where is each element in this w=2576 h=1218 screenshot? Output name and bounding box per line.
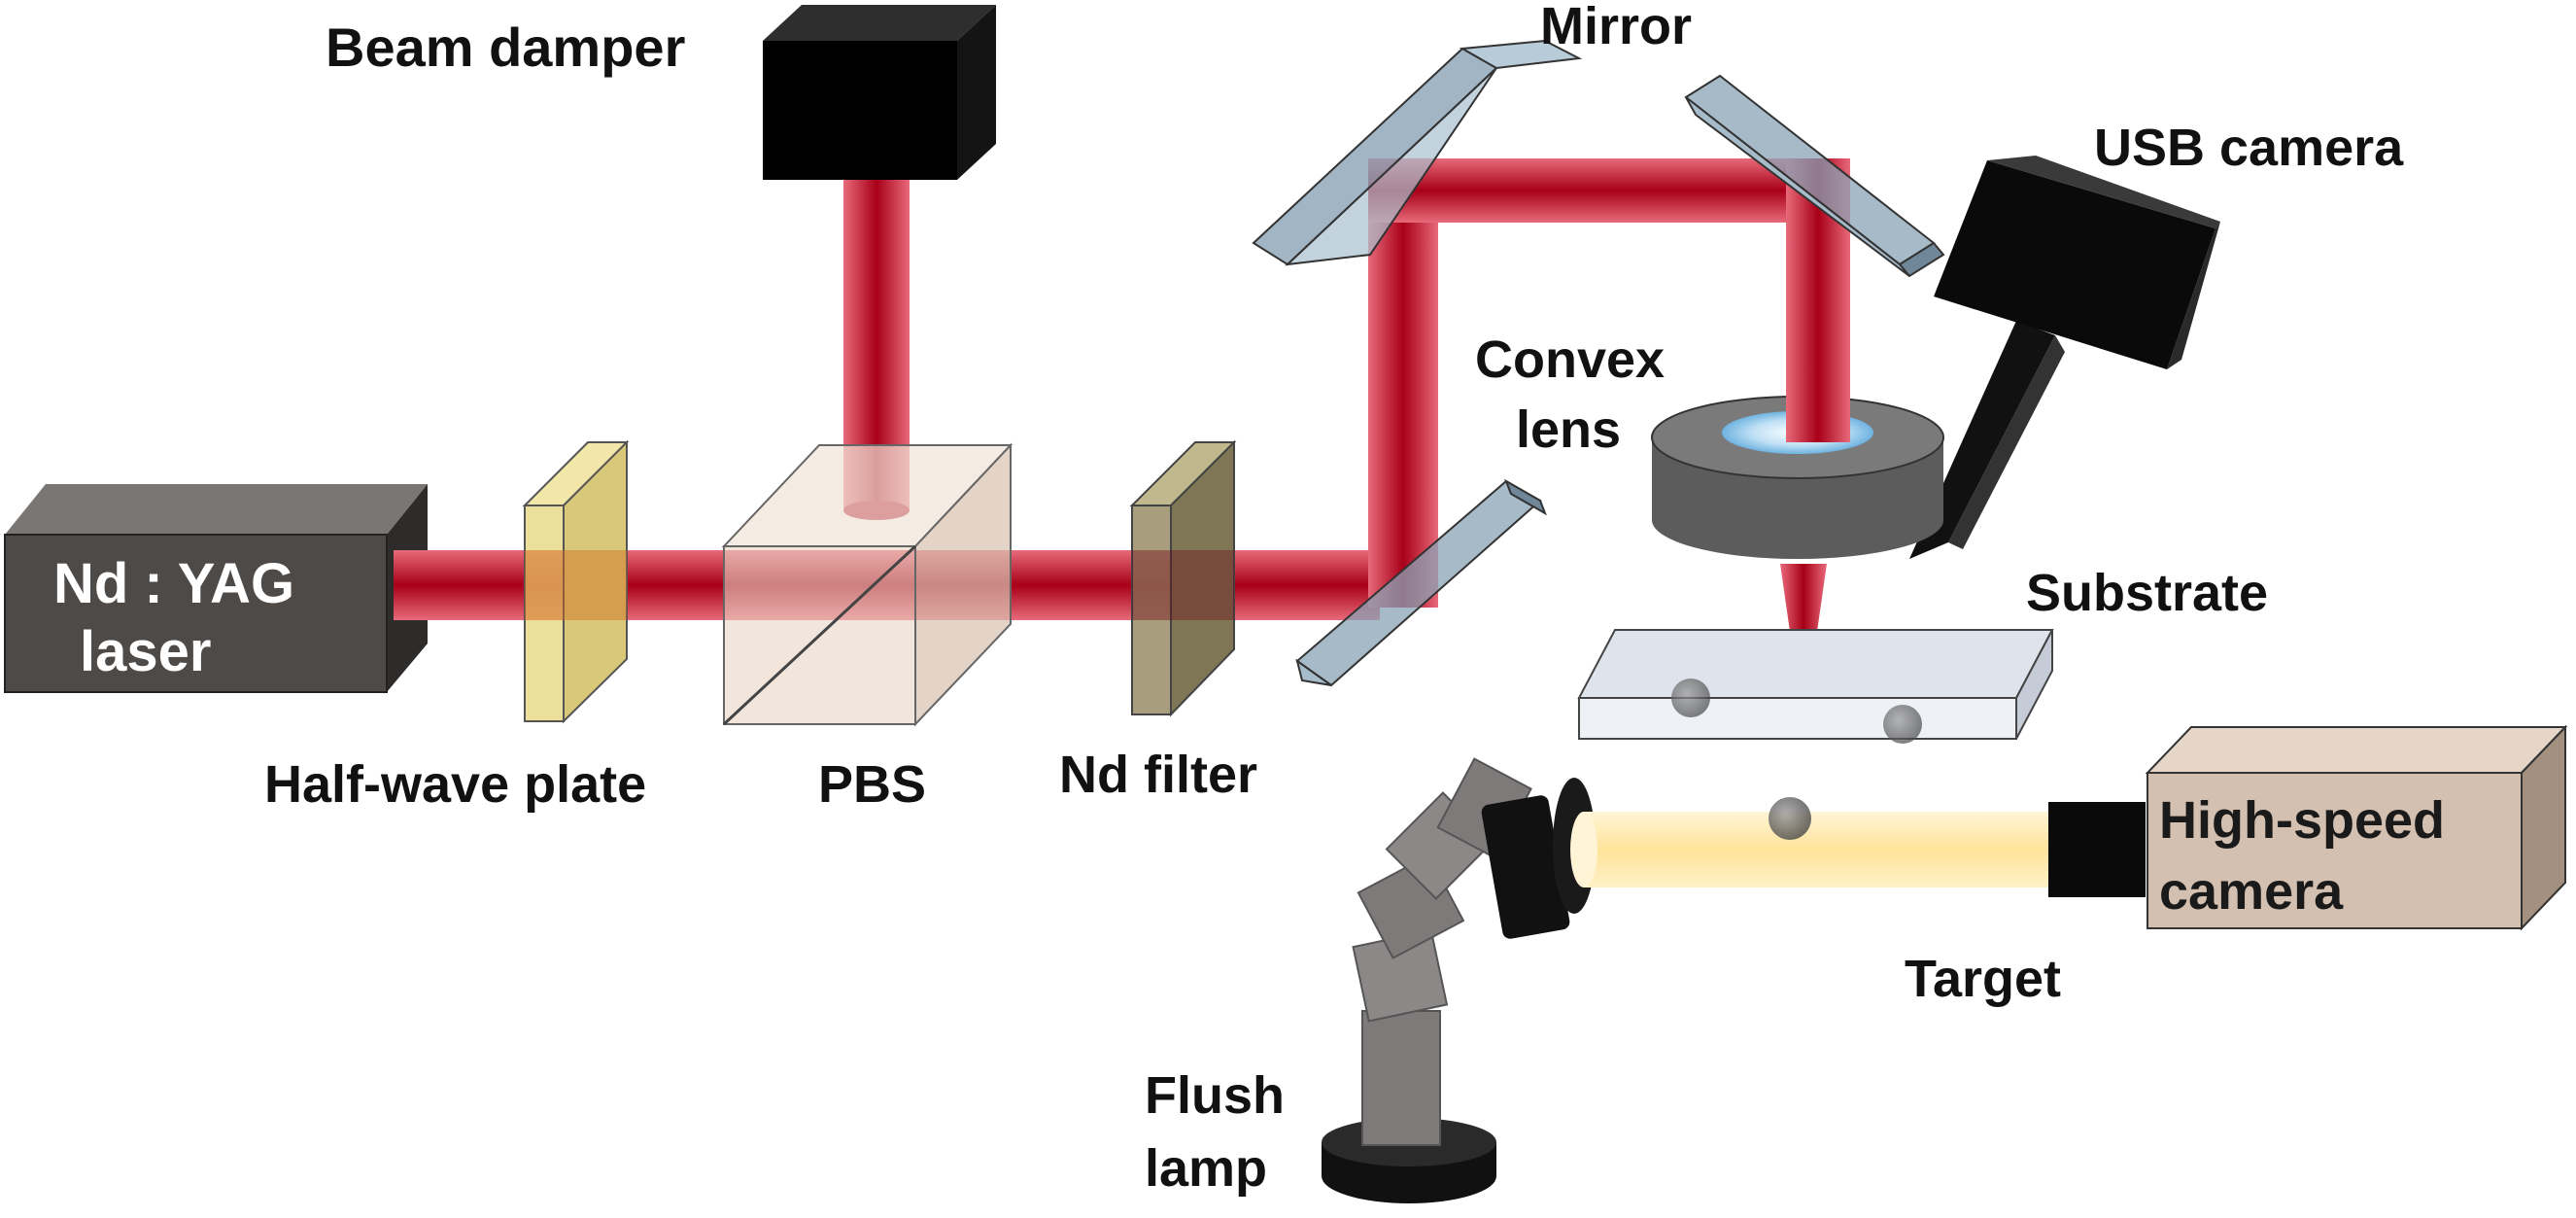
- target-droplet: [1769, 797, 1811, 840]
- label-half-wave-plate: Half-wave plate: [264, 755, 646, 814]
- label-convex-lens-1: Convex: [1475, 331, 1665, 389]
- label-substrate: Substrate: [2026, 564, 2268, 622]
- mirror-top-left: [1252, 39, 1583, 266]
- mirror-bottom: [1295, 478, 1547, 687]
- high-speed-camera: [2048, 724, 2568, 931]
- substrate: [1577, 629, 2054, 744]
- beam-damper: [763, 5, 996, 180]
- label-high-speed-camera-2: camera: [2159, 862, 2344, 921]
- beam-top: [1368, 158, 1835, 223]
- label-laser-1: Nd : YAG: [53, 552, 294, 615]
- label-nd-filter: Nd filter: [1059, 746, 1257, 804]
- label-high-speed-camera-1: High-speed: [2159, 791, 2445, 850]
- label-pbs: PBS: [818, 755, 926, 814]
- convex-lens: [1651, 389, 1944, 559]
- flush-lamp: [1322, 757, 1596, 1203]
- target-light-path: [1584, 812, 2062, 887]
- label-target: Target: [1905, 950, 2061, 1008]
- focused-beam: [1780, 564, 1827, 685]
- mirror-top-right: [1684, 74, 1945, 278]
- label-laser-2: laser: [80, 620, 211, 683]
- label-usb-camera: USB camera: [2094, 119, 2404, 177]
- pbs-cube: [721, 442, 1013, 727]
- half-wave-plate: [522, 439, 630, 724]
- label-beam-damper: Beam damper: [326, 17, 685, 78]
- label-flush-lamp-2: lamp: [1145, 1139, 1267, 1198]
- label-mirror: Mirror: [1540, 0, 1692, 55]
- nd-filter: [1129, 439, 1237, 717]
- usb-camera: [1909, 156, 2220, 559]
- label-convex-lens-2: lens: [1516, 400, 1621, 459]
- nd-yag-laser: [4, 484, 428, 693]
- label-flush-lamp-1: Flush: [1145, 1066, 1285, 1125]
